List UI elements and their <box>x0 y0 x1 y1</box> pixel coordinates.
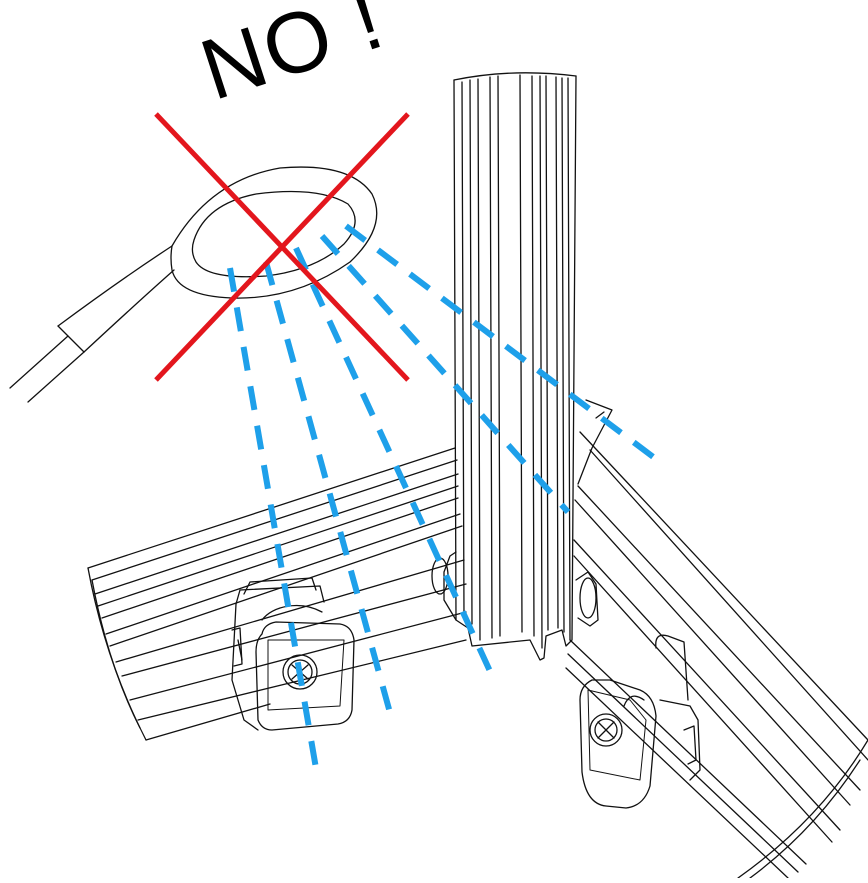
spray-line <box>293 246 497 682</box>
shower-head-icon <box>9 166 378 403</box>
spray-line <box>344 223 662 465</box>
spray-line <box>263 261 395 721</box>
vertical-aluminium-post <box>443 72 599 661</box>
right-clamp <box>579 577 701 809</box>
left-aluminium-rail <box>87 447 467 741</box>
spray-line <box>319 234 571 514</box>
right-aluminium-rail <box>565 399 868 879</box>
water-spray <box>227 223 662 781</box>
red-cross-icon <box>154 112 410 382</box>
left-clamp <box>231 557 449 731</box>
spray-line <box>227 267 321 781</box>
